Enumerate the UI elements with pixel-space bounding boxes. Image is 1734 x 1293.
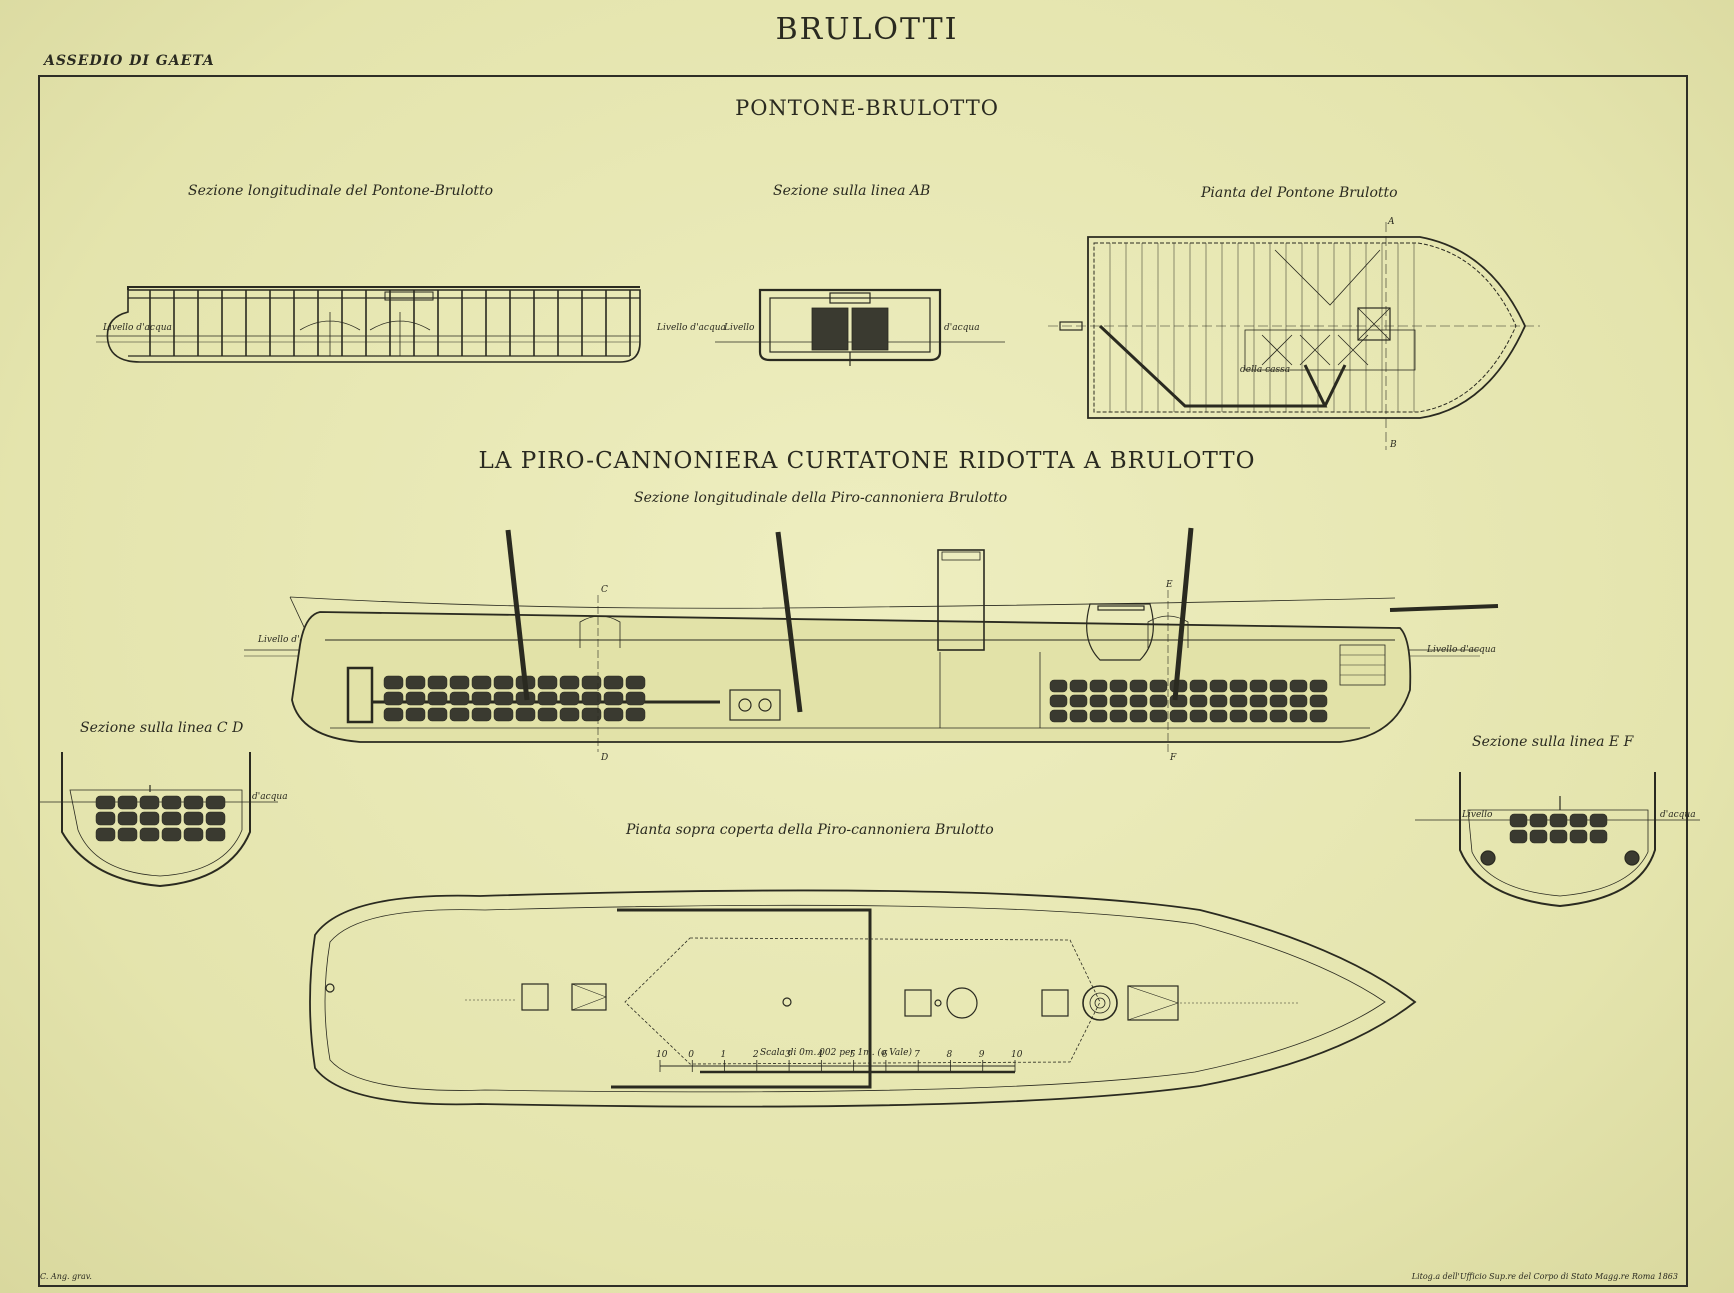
deck-plan-drawing	[309, 889, 1417, 1108]
section-ef-water-right: d'acqua	[1660, 810, 1696, 820]
section-cd-caption: Sezione sulla linea C D	[80, 720, 244, 736]
pontone-longitudinal-drawing	[96, 286, 641, 363]
gunboat-heading: LA PIRO-CANNONIERA CURTATONE RIDOTTA A B…	[478, 448, 1256, 474]
scale-tick-label: 2	[752, 1050, 759, 1060]
marker-a: A	[1388, 217, 1395, 227]
pontone-section-water-left: Livello	[724, 323, 755, 333]
scale-tick-label: 4	[817, 1050, 824, 1060]
barrel-stack-aft	[383, 675, 646, 722]
pontone-plan-frames	[1109, 243, 1415, 412]
pontone-frames	[149, 290, 631, 356]
plate-border	[38, 75, 1688, 1287]
marker-e: E	[1166, 580, 1173, 590]
scale-tick-label: 1	[720, 1050, 727, 1060]
scale-tick-label: 9	[978, 1050, 985, 1060]
plate-title: BRULOTTI	[775, 12, 959, 47]
gunboat-longitudinal-drawing	[244, 527, 1499, 752]
section-cd-barrels	[95, 795, 226, 842]
scale-tick-label: 5	[849, 1050, 856, 1060]
marker-d: D	[601, 753, 609, 763]
pontone-section-caption: Sezione sulla linea AB	[773, 183, 931, 199]
scale-tick-label: 7	[914, 1050, 920, 1060]
pontone-section-water-right: d'acqua	[944, 323, 980, 333]
section-ef-barrels	[1509, 813, 1608, 844]
section-ef-caption: Sezione sulla linea E F	[1472, 734, 1634, 750]
section-ef-water-left: Livello	[1462, 810, 1493, 820]
pontone-water-label-mid: Livello d'acqua	[657, 323, 726, 333]
scale-marks	[659, 1060, 1016, 1072]
pontone-water-label-left: Livello d'acqua	[103, 323, 172, 333]
scale-bar	[659, 1060, 1016, 1074]
barrel-stack-fore	[1049, 679, 1328, 723]
scale-tick-label: 3	[785, 1050, 791, 1060]
deck-plan-caption: Pianta sopra coperta della Piro-cannonie…	[626, 822, 994, 838]
pontone-heading: PONTONE-BRULOTTO	[735, 96, 999, 120]
scale-tick-label: 10	[1011, 1050, 1023, 1060]
pontone-plan-drawing	[1048, 222, 1540, 450]
section-cd-drawing	[40, 752, 278, 888]
section-cd-water: d'acqua	[252, 792, 288, 802]
marker-b: B	[1390, 440, 1397, 450]
marker-c: C	[601, 585, 608, 595]
scale-caption: Scala di 0m. 002 per 1m. (o Vale)	[760, 1048, 912, 1058]
section-ef-drawing	[1415, 772, 1700, 908]
pontone-plan-caption: Pianta del Pontone Brulotto	[1201, 185, 1398, 201]
scale-tick-label: 8	[946, 1050, 953, 1060]
gunboat-longitudinal-caption: Sezione longitudinale della Piro-cannoni…	[634, 490, 1008, 506]
scale-tick-label: 10	[656, 1050, 668, 1060]
pontone-section-ab-drawing	[715, 288, 1005, 366]
scale-tick-label: 0	[688, 1050, 694, 1060]
credit-right: Litog.a dell'Ufficio Sup.re del Corpo di…	[1411, 1272, 1678, 1281]
scale-tick-label: 6	[881, 1050, 888, 1060]
credit-left: C. Ang. grav.	[40, 1272, 92, 1281]
gunboat-water-label-left: Livello d'acqua	[258, 635, 327, 645]
corner-label: ASSEDIO DI GAETA	[44, 53, 215, 69]
marker-f: F	[1170, 753, 1177, 763]
pontone-longitudinal-caption: Sezione longitudinale del Pontone-Brulot…	[188, 183, 494, 199]
